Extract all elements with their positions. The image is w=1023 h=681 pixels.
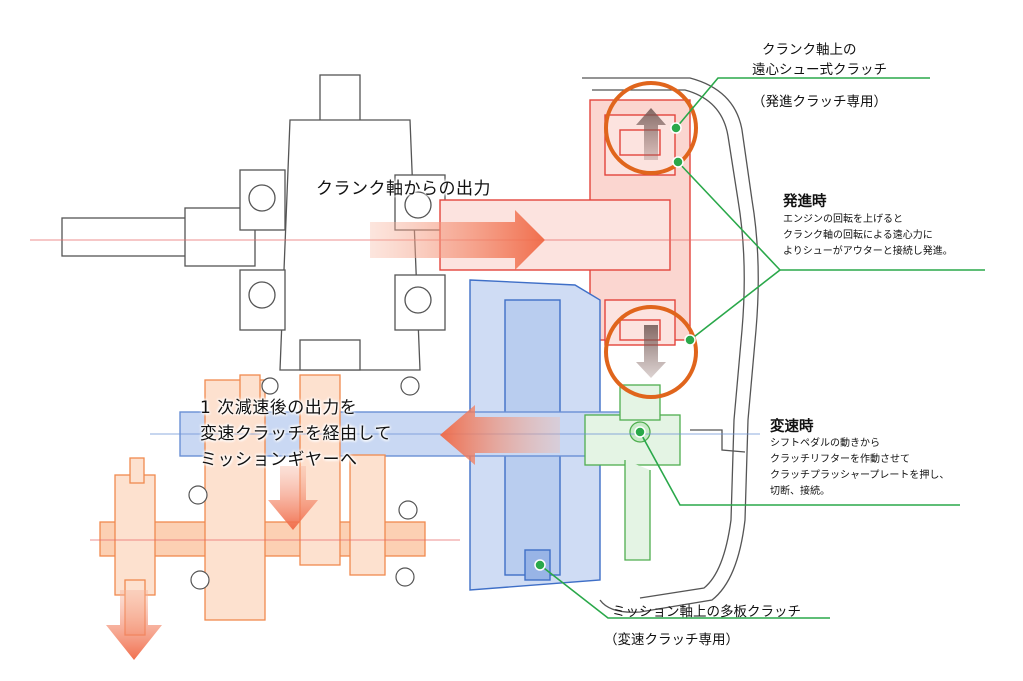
shoe-motion-arrows <box>636 108 666 378</box>
gear-drop-arrow <box>268 466 318 530</box>
clutch-lifter <box>584 384 681 561</box>
multiplate-clutch-label: ミッション軸上の多板クラッチ <box>612 604 801 620</box>
crankshaft <box>61 74 446 371</box>
primary-output-arrow <box>440 405 560 465</box>
start-desc-line3: よりシューがアウターと接続し発進。 <box>783 246 953 257</box>
shift-desc-line4: 切断、接続。 <box>770 486 830 497</box>
upper-shoe-ring <box>604 81 698 175</box>
callout-dots <box>534 122 696 571</box>
shift-desc-line3: クラッチプラッシャープレートを押し、 <box>770 470 950 481</box>
lower-shoe-ring <box>604 305 698 399</box>
bearings <box>188 376 420 590</box>
multiplate-clutch-note: （変速クラッチ専用） <box>604 632 739 648</box>
start-title: 発進時 <box>783 194 827 210</box>
shift-desc-line2: クラッチリフターを作動させて <box>770 454 910 465</box>
primary-output-line3: ミッションギヤーへ <box>200 450 358 470</box>
shift-title: 変速時 <box>770 419 814 435</box>
shift-desc-line1: シフトペダルの動きから <box>770 438 880 449</box>
primary-output-line1: 1 次減速後の出力を <box>200 398 358 418</box>
engine-casing <box>582 77 759 613</box>
callout-lines <box>539 77 985 619</box>
crank-output-arrow <box>370 210 545 270</box>
crank-clutch-label-line2: 遠心シュー式クラッチ <box>752 62 887 78</box>
crank-clutch-label-line1: クランク軸上の <box>762 42 857 58</box>
crank-clutch-note: （発進クラッチ専用） <box>752 94 887 110</box>
crank-output-label: クランク軸からの出力 <box>316 179 491 199</box>
start-desc-line2: クランク軸の回転による遠心力に <box>783 230 933 241</box>
primary-output-line2: 変速クラッチを経由して <box>200 424 392 444</box>
output-down-arrow <box>106 590 162 660</box>
start-desc-line1: エンジンの回転を上げると <box>783 214 903 225</box>
